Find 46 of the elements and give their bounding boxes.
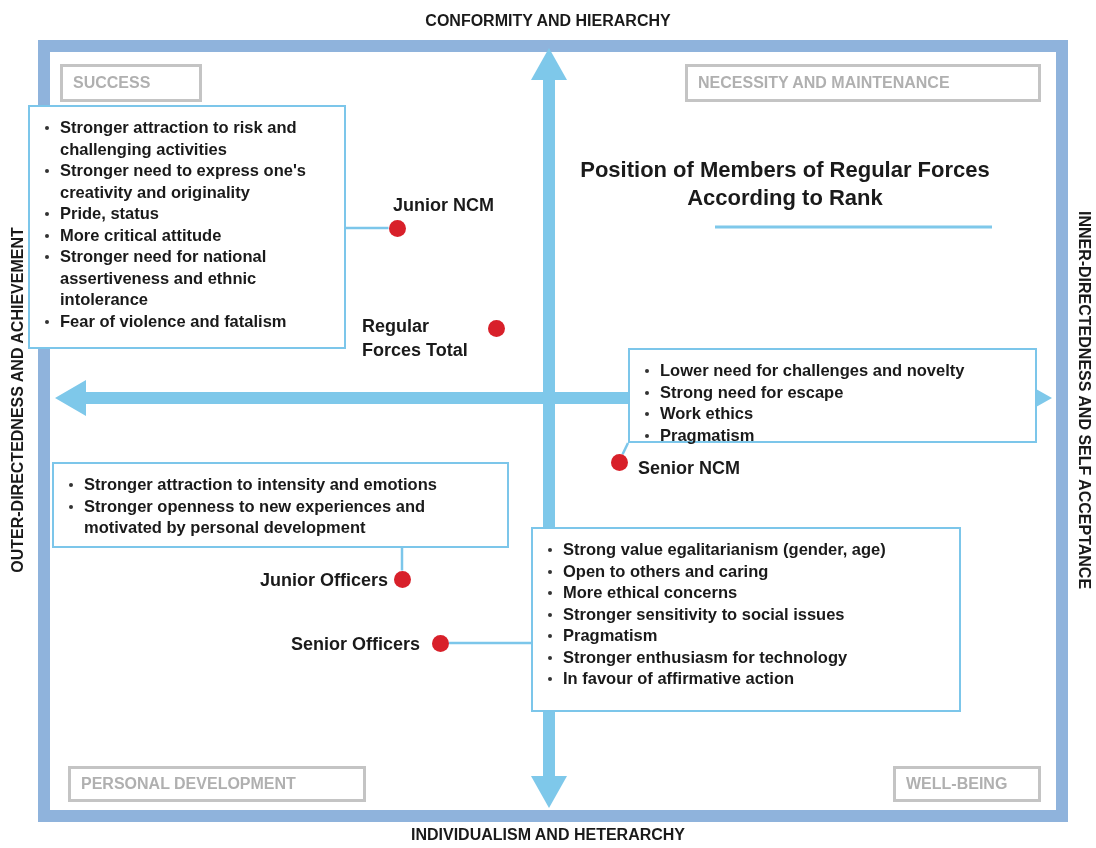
list-item: Strong need for escape <box>642 381 1027 403</box>
callout-box <box>531 527 961 712</box>
list-item: Stronger attraction to intensity and emotions <box>66 474 499 496</box>
axis-label: OUTER-DIRECTEDNESS AND ACHIEVEMENT <box>9 227 27 573</box>
list-item: Open to others and caring <box>545 560 951 582</box>
list-item: Stronger need for national assertiveness and ethnic intolerance <box>42 246 336 311</box>
list-item: Pragmatism <box>545 625 951 647</box>
list-item: Fear of violence and fatalism <box>42 310 336 332</box>
marker-dot <box>610 453 628 471</box>
marker-dot <box>487 319 505 337</box>
list-item: More critical attitude <box>42 224 336 246</box>
marker-dot <box>393 570 411 588</box>
list-item: Stronger need to express one's creativity and originality <box>42 160 336 203</box>
callout-box <box>28 105 346 349</box>
callout-box <box>52 462 509 548</box>
point-label: Junior Officers <box>259 569 388 592</box>
axis-label: INNER-DIRECTEDNESS AND SELF ACCEPTANCE <box>1075 210 1093 590</box>
list-item: Stronger sensitivity to social issues <box>545 603 951 625</box>
leader-line <box>621 442 630 455</box>
axis-label: INDIVIDUALISM AND HETERARCHY <box>409 826 687 844</box>
leader-line <box>400 548 404 571</box>
leader-line <box>346 226 389 230</box>
list-item: Stronger enthusiasm for technology <box>545 646 951 668</box>
list-item: Pride, status <box>42 203 336 225</box>
list-item: Stronger openness to new experiences and motivated by personal development <box>66 495 499 539</box>
list-item: Work ethics <box>642 403 1027 425</box>
callout-box <box>628 348 1037 443</box>
diagram-title: Position of Members of Regular Forces According to Rank <box>580 156 990 212</box>
list-item: More ethical concerns <box>545 582 951 604</box>
point-label: Senior NCM <box>638 457 740 480</box>
quadrant-label: NECESSITY AND MAINTENANCE <box>685 64 1041 102</box>
leader-line <box>448 641 531 645</box>
point-label: Junior NCM <box>393 194 494 217</box>
point-label: Senior Officers <box>290 633 420 656</box>
list-item: Stronger attraction to risk and challenging activities <box>42 117 336 160</box>
quadrant-label: SUCCESS <box>60 64 202 102</box>
marker-dot <box>431 634 449 652</box>
point-label: Regular Forces Total <box>362 315 469 362</box>
axis-label: CONFORMITY AND HIERARCHY <box>424 12 672 30</box>
marker-dot <box>388 219 406 237</box>
list-item: Lower need for challenges and novelty <box>642 360 1027 382</box>
list-item: Strong value egalitarianism (gender, age) <box>545 539 951 561</box>
list-item: Pragmatism <box>642 424 1027 446</box>
list-item: In favour of affirmative action <box>545 668 951 690</box>
quadrant-label: WELL-BEING <box>893 766 1041 802</box>
quadrant-label: PERSONAL DEVELOPMENT <box>68 766 366 802</box>
